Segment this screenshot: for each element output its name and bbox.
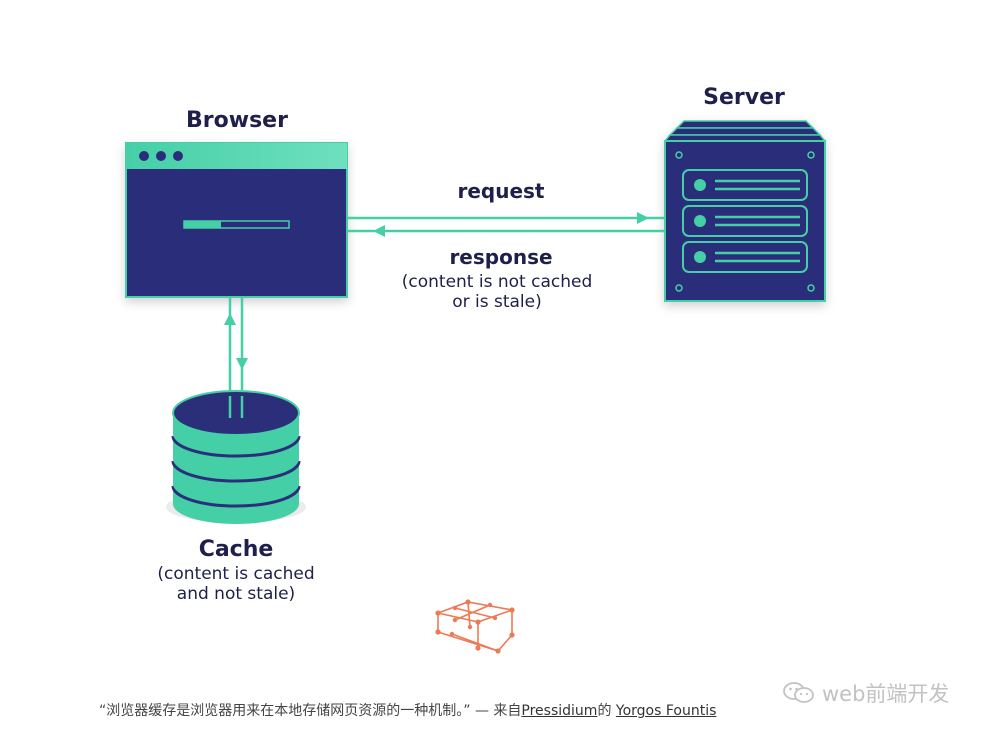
caption-quote: “浏览器缓存是浏览器用来在本地存储网页资源的一种机制。” — 来自 [99,703,522,719]
cache-title: Cache [199,537,274,562]
pressidium-link[interactable]: Pressidium [521,703,598,719]
browser-window-icon [125,142,348,298]
cache-note-line2: and not stale) [177,584,295,604]
response-label: response [449,245,552,269]
figure-caption: “浏览器缓存是浏览器用来在本地存储网页资源的一种机制。” — 来自Pressid… [99,700,716,720]
response-note-line1: (content is not cached [402,272,593,292]
caption-connector: 的 [597,703,616,719]
browser-title: Browser [186,108,288,133]
response-arrow [347,225,665,237]
cache-note-line1: (content is cached [157,564,314,584]
cache-database-icon [166,390,306,524]
wechat-icon [782,681,816,705]
response-note-line2: or is stale) [452,292,542,312]
watermark: web前端开发 [782,678,949,708]
request-label: request [457,179,544,203]
request-arrow [347,212,665,224]
server-title: Server [703,85,785,110]
author-link[interactable]: Yorgos Fountis [615,703,717,719]
pressidium-logo-icon [435,599,515,654]
watermark-text: web前端开发 [822,682,950,706]
server-icon [663,120,827,302]
